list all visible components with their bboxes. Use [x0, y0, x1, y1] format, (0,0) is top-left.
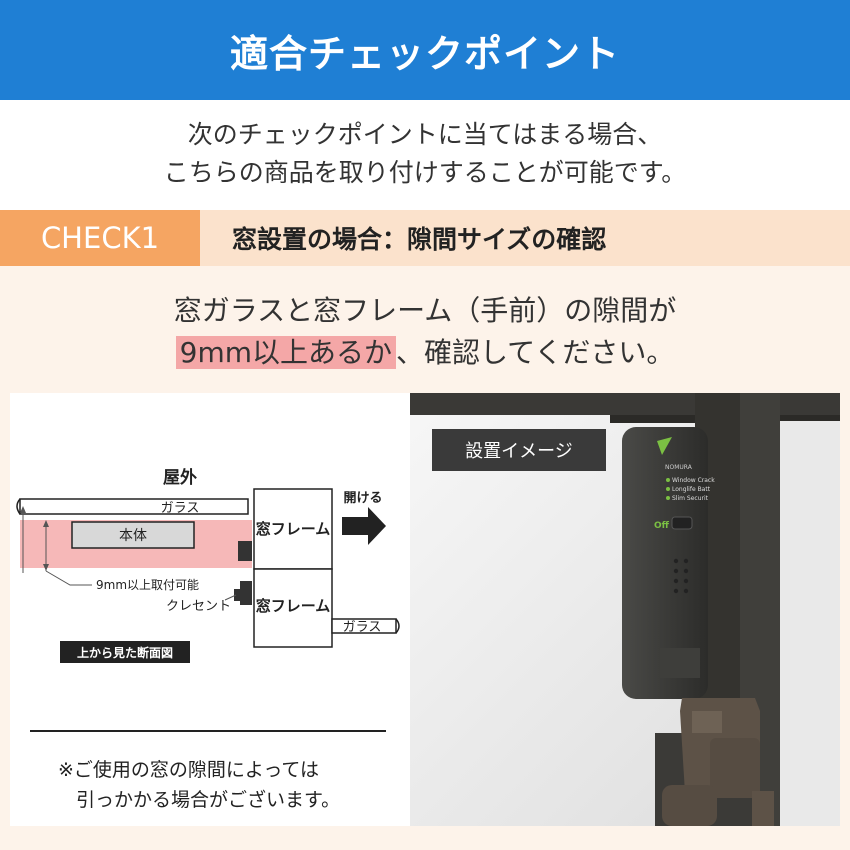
check-bar: CHECK1 窓設置の場合：隙間サイズの確認	[0, 210, 850, 266]
device-line-3: Slim Securit	[672, 495, 709, 502]
device-line-2: Longlife Batt	[672, 486, 711, 493]
frame-bottom-shape	[253, 568, 333, 648]
page-title: 適合チェックポイント	[229, 31, 620, 76]
device-brand: NOMURA	[665, 464, 693, 471]
intro-text: 次のチェックポイントに当てはまる場合、 こちらの商品を取り付けすることが可能です…	[0, 116, 850, 192]
label-glass-bottom: ガラス	[343, 620, 382, 635]
check-label: CHECK1	[0, 210, 200, 266]
label-outside: 屋外	[163, 467, 197, 488]
device-line-1: Window Crack	[672, 477, 715, 484]
sensor-device	[622, 427, 708, 699]
install-illustration: NOMURA Window Crack Longlife Batt Slim S…	[410, 393, 840, 826]
message-line-1: 窓ガラスと窓フレーム（手前）の隙間が	[173, 294, 677, 327]
frame-top-shape	[253, 488, 333, 570]
label-frame-top: 窓フレーム	[256, 520, 331, 538]
label-glass-top: ガラス	[161, 501, 200, 516]
label-frame-bottom: 窓フレーム	[256, 597, 331, 615]
glass-top-shape	[19, 498, 249, 515]
body-end-cap	[238, 541, 252, 561]
open-arrow-icon	[342, 507, 386, 545]
check-message: 窓ガラスと窓フレーム（手前）の隙間が 9mm以上あるか、確認してください。	[0, 290, 850, 374]
off-label: Off	[654, 521, 670, 531]
check-title: 窓設置の場合：隙間サイズの確認	[232, 225, 607, 254]
usage-note: ※ご使用の窓の隙間によっては 引っかかる場合がございます。	[58, 755, 418, 815]
divider	[30, 730, 386, 732]
cross-section-diagram: 屋外 ガラス 本体 窓フレーム 開ける 9mm以上取付可能 クレセント 窓フレー…	[16, 467, 400, 663]
device-sticker	[660, 648, 700, 678]
message-line-2: 9mm以上あるか、確認してください。	[0, 332, 850, 374]
message-highlight: 9mm以上あるか	[175, 336, 397, 369]
label-body: 本体	[119, 528, 147, 544]
intro-line-1: 次のチェックポイントに当てはまる場合、	[187, 120, 663, 149]
brand-logo-icon	[657, 437, 672, 455]
caption-box	[60, 641, 190, 663]
install-image-tag: 設置イメージ	[432, 429, 606, 471]
note-line-2: 引っかかる場合がございます。	[76, 789, 341, 811]
power-switch	[671, 516, 693, 530]
label-gap-note: 9mm以上取付可能	[96, 578, 199, 592]
note-line-1: ※ご使用の窓の隙間によっては	[58, 759, 320, 781]
diagram-panel: 屋外 ガラス 本体 窓フレーム 開ける 9mm以上取付可能 クレセント 窓フレー…	[10, 393, 410, 826]
crescent-shape	[240, 581, 252, 605]
body-shape	[71, 521, 195, 549]
label-caption: 上から見た断面図	[77, 645, 173, 660]
intro-line-2: こちらの商品を取り付けすることが可能です。	[163, 158, 687, 187]
header-banner: 適合チェックポイント	[0, 0, 850, 100]
label-open: 開ける	[343, 491, 382, 506]
install-photo: NOMURA Window Crack Longlife Batt Slim S…	[410, 393, 840, 826]
message-line-2-rest: 、確認してください。	[396, 336, 675, 369]
label-crescent: クレセント	[166, 599, 231, 614]
